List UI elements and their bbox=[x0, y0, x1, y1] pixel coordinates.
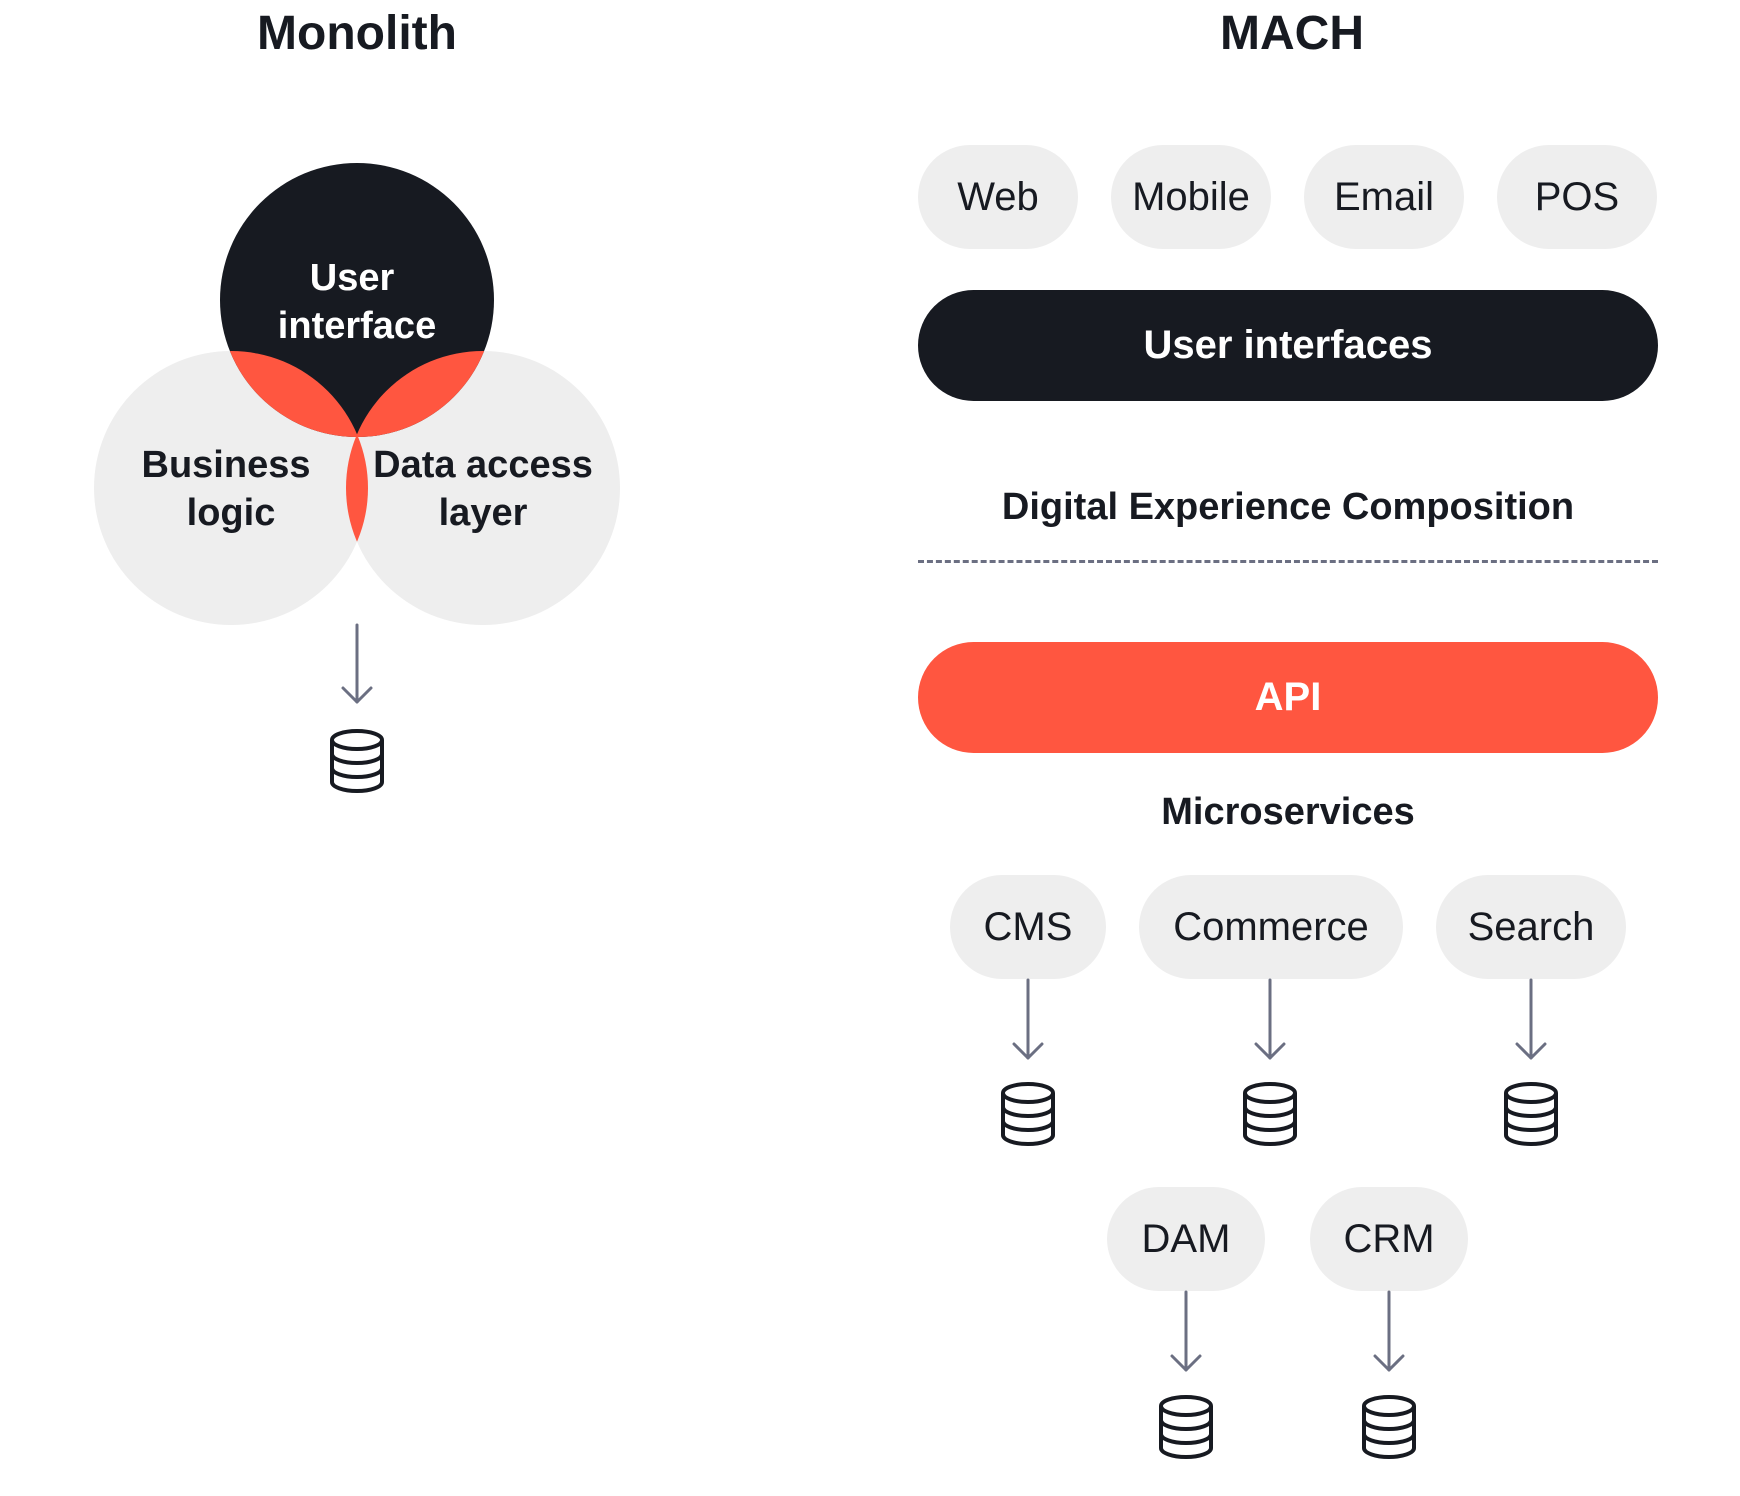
search-arrow-icon bbox=[1515, 978, 1547, 1060]
venn-top-line2: interface bbox=[278, 305, 436, 347]
search-database-icon bbox=[1504, 1082, 1558, 1146]
overlap-ui-data bbox=[346, 351, 494, 437]
cms-database-icon bbox=[1001, 1082, 1055, 1146]
channel-web: Web bbox=[918, 145, 1078, 249]
overlap-ui-business bbox=[220, 351, 368, 437]
service-crm: CRM bbox=[1310, 1187, 1468, 1291]
user-interfaces-bar: User interfaces bbox=[918, 290, 1658, 401]
crm-database-icon bbox=[1362, 1395, 1416, 1459]
venn-right-line2: layer bbox=[439, 492, 528, 534]
commerce-arrow-icon bbox=[1254, 978, 1286, 1060]
cms-arrow-icon bbox=[1012, 978, 1044, 1060]
venn-right-line1: Data access bbox=[373, 444, 593, 486]
monolith-title: Monolith bbox=[257, 7, 457, 60]
database-icon bbox=[330, 729, 384, 793]
venn-left-line2: logic bbox=[187, 492, 276, 534]
service-commerce: Commerce bbox=[1139, 875, 1403, 979]
dam-database-icon bbox=[1159, 1395, 1213, 1459]
crm-arrow-icon bbox=[1373, 1290, 1405, 1372]
dxc-divider bbox=[918, 560, 1658, 563]
service-dam: DAM bbox=[1107, 1187, 1265, 1291]
channel-pos: POS bbox=[1497, 145, 1657, 249]
dam-arrow-icon bbox=[1170, 1290, 1202, 1372]
commerce-database-icon bbox=[1243, 1082, 1297, 1146]
service-search: Search bbox=[1436, 875, 1626, 979]
service-cms: CMS bbox=[950, 875, 1106, 979]
venn-left-line1: Business bbox=[142, 444, 311, 486]
api-bar: API bbox=[918, 642, 1658, 753]
channel-email: Email bbox=[1304, 145, 1464, 249]
microservices-label: Microservices bbox=[1161, 791, 1415, 833]
channel-mobile: Mobile bbox=[1111, 145, 1271, 249]
monolith-arrow-icon bbox=[341, 623, 373, 704]
venn-top-line1: User bbox=[310, 257, 395, 299]
mach-title: MACH bbox=[1220, 7, 1364, 60]
dxc-label: Digital Experience Composition bbox=[1001, 486, 1575, 528]
monolith-venn-diagram: User interface Business logic Data acces… bbox=[94, 163, 620, 793]
